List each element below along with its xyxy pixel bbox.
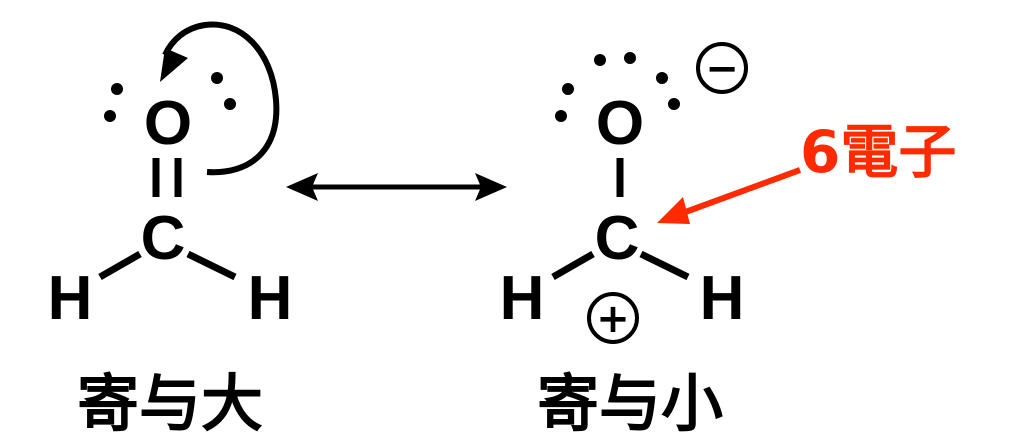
ch-bonds — [98, 250, 237, 281]
annotation-arrow-line — [678, 167, 802, 217]
hydrogen-atom-right: H — [700, 264, 745, 333]
hydrogen-atom-right: H — [248, 264, 293, 333]
right-structure: O C H H − + 寄与小 — [500, 42, 748, 440]
lone-pairs — [555, 52, 680, 122]
carbon-atom: C — [595, 204, 640, 273]
annotation-arrowhead — [657, 197, 690, 224]
contribution-label-large: 寄与大 — [77, 367, 263, 440]
positive-charge-icon: + — [587, 292, 639, 344]
oxygen-atom: O — [144, 89, 192, 158]
hydrogen-atom-left: H — [500, 264, 545, 333]
carbon-atom: C — [141, 204, 186, 273]
oxygen-atom: O — [596, 89, 644, 158]
double-bond — [152, 158, 182, 197]
contribution-label-small: 寄与小 — [537, 367, 723, 440]
six-electrons-label: 6電子 — [800, 118, 956, 186]
negative-charge-symbol: − — [705, 46, 739, 92]
negative-charge-icon: − — [696, 42, 748, 94]
lone-pairs — [104, 72, 236, 122]
positive-charge-symbol: + — [596, 296, 630, 342]
curved-arrow — [160, 21, 280, 176]
resonance-arrow — [286, 173, 507, 201]
electron-annotation: 6電子 — [657, 118, 956, 224]
left-structure: O C H H 寄与大 — [48, 21, 293, 440]
ch-bonds — [551, 250, 690, 281]
hydrogen-atom-left: H — [48, 264, 93, 333]
